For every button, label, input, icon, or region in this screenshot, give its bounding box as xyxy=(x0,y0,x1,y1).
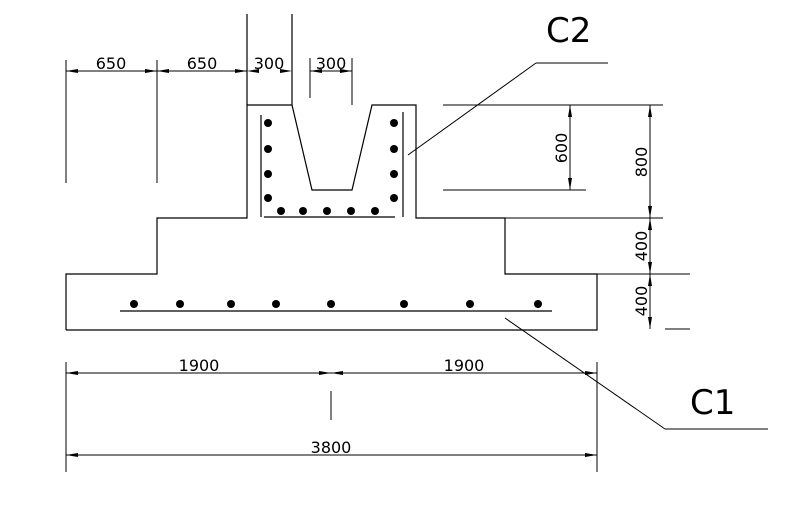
rebar-dot xyxy=(130,300,138,308)
dim-arrow xyxy=(157,69,169,73)
rebar-dot xyxy=(227,300,235,308)
dim-arrow xyxy=(568,178,572,190)
rebar-c1-mesh xyxy=(120,300,552,312)
rebar-dot xyxy=(371,207,379,215)
dim-label-upper-step: 400 xyxy=(632,231,651,262)
c2-leader-diagonal xyxy=(407,62,537,156)
dim-arrow xyxy=(280,69,292,73)
dim-arrow xyxy=(331,371,343,375)
dim-arrow xyxy=(648,218,652,230)
dim-arrow xyxy=(568,105,572,117)
dim-arrow xyxy=(310,69,322,73)
c1-label: C1 xyxy=(690,383,735,423)
c2-label: C2 xyxy=(546,11,591,51)
dim-arrow xyxy=(648,274,652,286)
rebar-dot xyxy=(264,145,272,153)
rebar-dot xyxy=(390,194,398,202)
dim-arrow xyxy=(585,453,597,457)
rebar-dot xyxy=(347,207,355,215)
rebar-dot xyxy=(390,145,398,153)
dim-arrow xyxy=(648,317,652,329)
rebar-dot xyxy=(466,300,474,308)
rebar-dot xyxy=(264,119,272,127)
dim-arrow xyxy=(648,206,652,218)
rebar-dot xyxy=(534,300,542,308)
rebar-dot xyxy=(299,207,307,215)
rebar-dot xyxy=(264,194,272,202)
rebar-dot xyxy=(264,170,272,178)
rebar-dot xyxy=(272,300,280,308)
rebar-dot xyxy=(390,170,398,178)
dim-label-top-4: 300 xyxy=(316,54,347,73)
rebar-dot xyxy=(400,300,408,308)
dim-label-half-left: 1900 xyxy=(179,356,220,375)
rebar-dot xyxy=(323,207,331,215)
dim-arrow xyxy=(648,105,652,117)
right-dimensions: 600 800 400 400 xyxy=(416,104,690,330)
dim-label-total: 3800 xyxy=(311,438,352,457)
dim-label-lower-step: 400 xyxy=(632,286,651,317)
dim-arrow xyxy=(319,371,331,375)
dim-label-top-2: 650 xyxy=(187,54,218,73)
dim-label-socket-depth: 600 xyxy=(552,133,571,164)
bottom-dimensions: 1900 1900 3800 xyxy=(65,356,598,472)
dim-arrow xyxy=(585,371,597,375)
dim-arrow xyxy=(648,262,652,274)
dim-label-top-1: 650 xyxy=(96,54,127,73)
dim-arrow xyxy=(66,453,78,457)
dim-arrow xyxy=(340,69,352,73)
dim-label-top-3: 300 xyxy=(254,54,285,73)
dim-label-half-right: 1900 xyxy=(444,356,485,375)
c2-callout: C2 xyxy=(407,11,608,156)
dim-arrow xyxy=(66,69,78,73)
dim-arrow xyxy=(145,69,157,73)
rebar-c2-cage xyxy=(260,112,404,218)
top-dimensions: 650 650 300 300 xyxy=(65,54,353,183)
rebar-dot xyxy=(277,207,285,215)
rebar-dot xyxy=(327,300,335,308)
dim-arrow xyxy=(66,371,78,375)
dim-arrow xyxy=(235,69,247,73)
rebar-dot xyxy=(390,119,398,127)
rebar-dot xyxy=(176,300,184,308)
dim-arrow xyxy=(247,69,259,73)
dim-label-pedestal-height: 800 xyxy=(632,147,651,178)
c1-callout: C1 xyxy=(504,317,768,430)
